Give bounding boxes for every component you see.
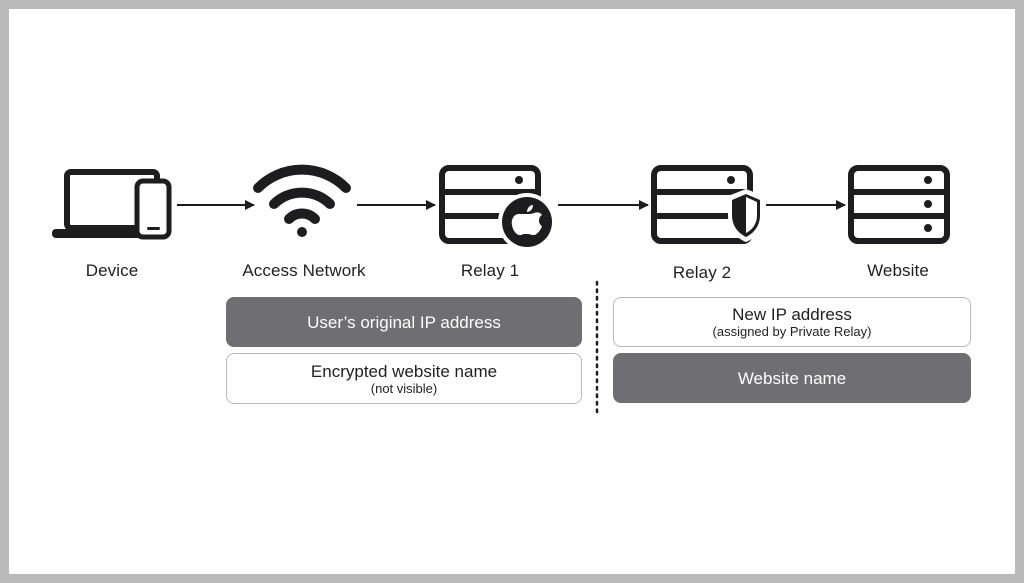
- node-label-relay-2: Relay 2: [672, 263, 732, 282]
- encrypted-name-box: Encrypted website name (not visible): [226, 353, 582, 404]
- new-ip-subtext: (assigned by Private Relay): [712, 324, 872, 339]
- encrypted-name-text: Encrypted website name: [310, 361, 498, 381]
- node-label-website: Website: [867, 261, 929, 280]
- node-label-access-network: Access Network: [242, 261, 366, 280]
- node-label-relay-1: Relay 1: [460, 261, 520, 280]
- wifi-icon: [253, 164, 351, 237]
- node-label-device: Device: [85, 261, 139, 280]
- diagram-frame: [9, 9, 1015, 574]
- server-shield-icon: [651, 165, 764, 244]
- original-ip-box: User’s original IP address: [226, 297, 582, 347]
- server-apple-icon: [439, 165, 556, 251]
- website-name-box: Website name: [613, 353, 971, 403]
- laptop-phone-icon: [52, 169, 172, 240]
- original-ip-text: User’s original IP address: [307, 312, 501, 332]
- new-ip-text: New IP address: [732, 305, 852, 324]
- new-ip-box: New IP address (assigned by Private Rela…: [613, 297, 971, 347]
- website-name-text: Website name: [737, 368, 847, 388]
- server-icon: [848, 165, 950, 244]
- encrypted-name-subtext: (not visible): [370, 380, 438, 396]
